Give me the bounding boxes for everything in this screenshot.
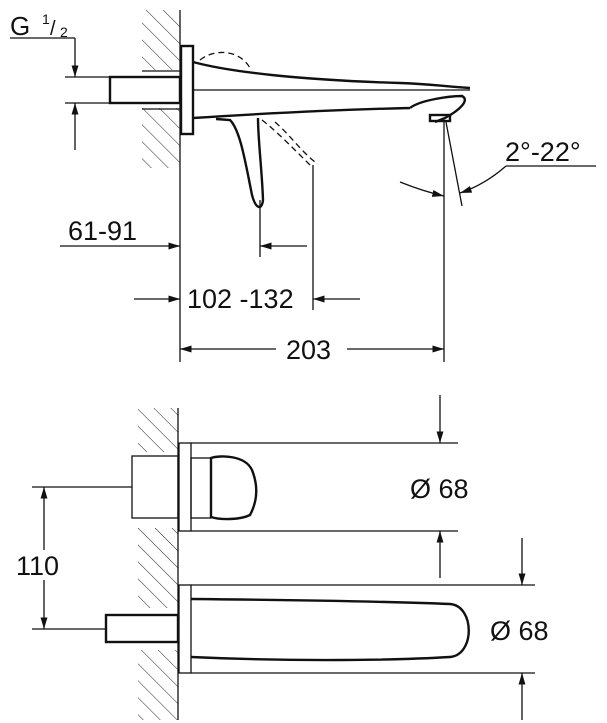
- dim-handle-rosette: Ø 68: [410, 474, 469, 504]
- dim-lever-reach: 102 -132: [187, 284, 294, 314]
- wall-rosette: [179, 44, 195, 136]
- spout-outline: [190, 597, 470, 662]
- spout-rosette: [178, 584, 192, 674]
- svg-text:/: /: [50, 18, 56, 40]
- thread-label-numerator: 1: [42, 11, 50, 27]
- handle-rosette: [178, 442, 192, 532]
- dim-wall-depth: 61-91: [68, 216, 137, 246]
- front-view: 110 Ø 68 Ø 68: [16, 395, 549, 720]
- aerator: [428, 113, 452, 123]
- handle-knob: [209, 455, 258, 521]
- dim-center-distance: 110: [16, 551, 59, 581]
- lever: [215, 117, 265, 209]
- side-view: G 1 / 2 61-91 102 -132 203 2°-22°: [10, 10, 596, 365]
- lever-alt-position: [261, 119, 316, 166]
- dim-spray-angle: 2°-22°: [505, 137, 581, 167]
- wall-hatch-upper: [142, 10, 180, 70]
- dim-spout-projection: 203: [286, 335, 331, 365]
- thread-label: G: [10, 11, 30, 41]
- wall-hatch-lower: [142, 108, 180, 168]
- dim-spout-rosette: Ø 68: [490, 616, 549, 646]
- inlet-pipe: [108, 75, 182, 105]
- thread-label-denominator: 2: [60, 24, 68, 40]
- spout-body: [192, 60, 471, 124]
